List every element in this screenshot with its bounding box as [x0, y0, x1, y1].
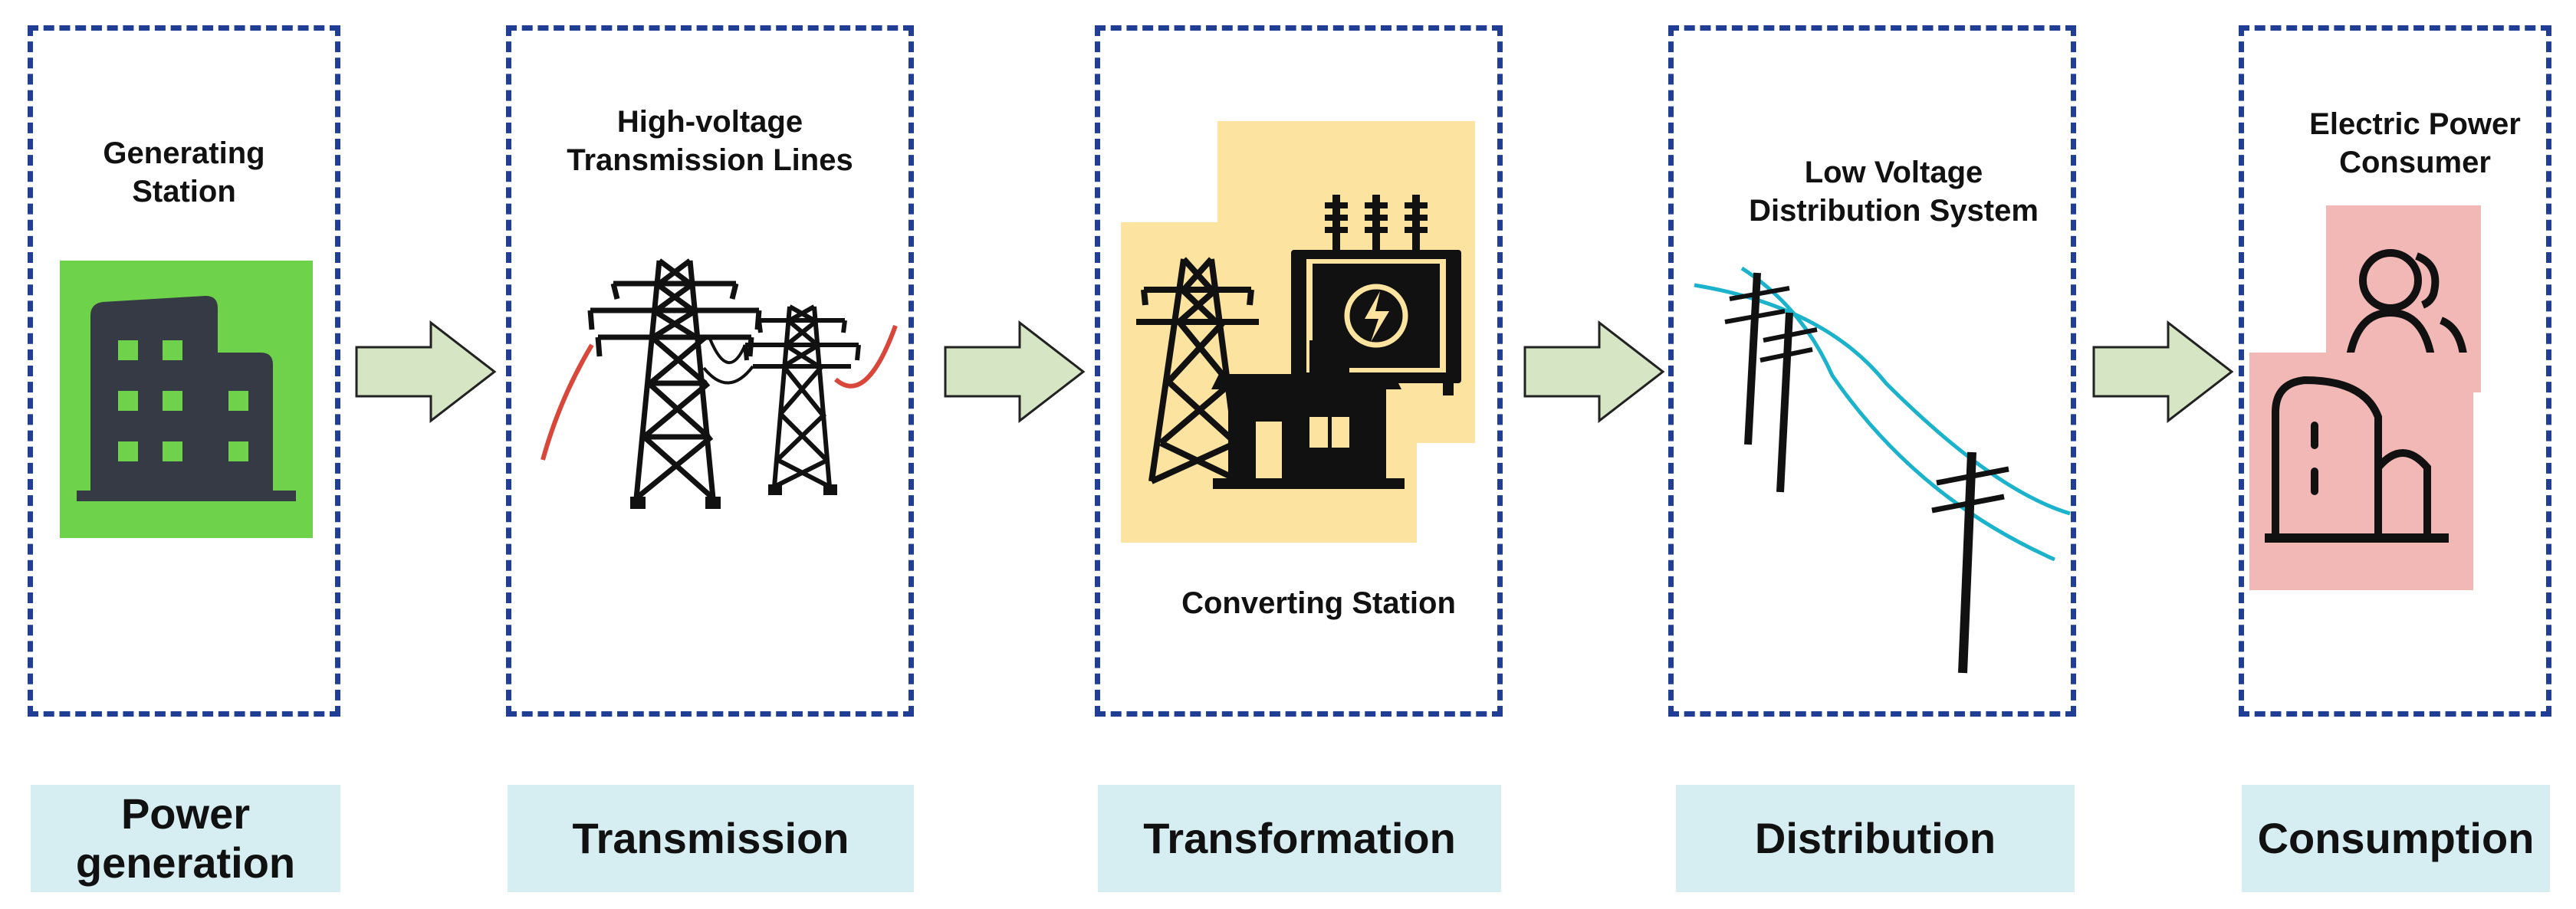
arrow-right-icon: [2092, 320, 2234, 423]
stage-power-generation: Power generation: [31, 785, 340, 892]
panel-title-converting-station: Converting Station: [1181, 586, 1456, 620]
building-icon: [60, 261, 313, 538]
panel-distribution: [1668, 25, 2076, 717]
stage-distribution: Distribution: [1676, 785, 2075, 892]
stage-consumption: Consumption: [2242, 785, 2550, 892]
panel-title-transmission-lines: High-voltage Transmission Lines: [567, 105, 853, 177]
panel-title-generating-station: Generating Station: [103, 136, 265, 208]
panel-generation: [28, 25, 340, 717]
panel-title-distribution-system: Low Voltage Distribution System: [1749, 156, 2039, 228]
arrow-right-icon: [355, 320, 497, 423]
arrow-right-icon: [944, 320, 1086, 423]
arrow-right-icon: [1523, 320, 1665, 423]
panel-consumption: [2239, 25, 2551, 717]
utility-pole-icon: [1694, 266, 2071, 674]
transmission-tower-icon: [540, 258, 898, 509]
stage-transformation: Transformation: [1098, 785, 1501, 892]
panel-title-power-consumer: Electric Power Consumer: [2309, 107, 2521, 179]
panel-transformation: [1095, 25, 1503, 717]
panel-transmission: [506, 25, 914, 717]
substation-icon: [1121, 121, 1475, 543]
house-icon: [2249, 353, 2473, 590]
stage-transmission: Transmission: [508, 785, 914, 892]
